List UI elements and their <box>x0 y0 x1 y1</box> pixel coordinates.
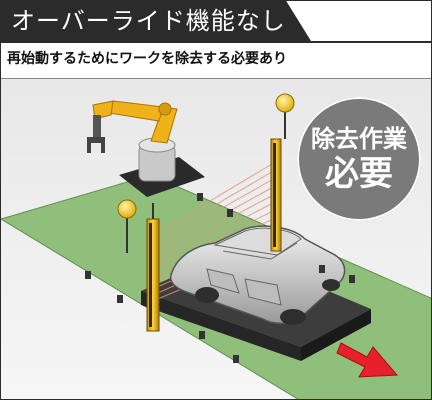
car-workpiece-icon <box>169 225 346 325</box>
safety-light-curtain-icon <box>146 203 160 332</box>
removal-required-badge: 除去作業 必要 <box>297 97 421 221</box>
conveyor-direction-arrow-icon <box>336 342 399 378</box>
robot-arm-icon <box>87 100 178 153</box>
subtitle: 再始動するためにワークを除去する必要あり <box>1 41 431 79</box>
page-title: オーバーライド機能なし <box>1 1 311 41</box>
warning-light-icon <box>117 199 137 253</box>
warning-light-icon <box>275 93 295 113</box>
conveyor-platform-side <box>141 291 301 361</box>
sensor-icon <box>85 193 355 363</box>
conveyor-platform-front <box>301 309 371 361</box>
badge-line-1: 除去作業 <box>311 125 407 153</box>
badge-line-2: 必要 <box>325 154 393 194</box>
safety-light-curtain-icon <box>270 109 286 252</box>
